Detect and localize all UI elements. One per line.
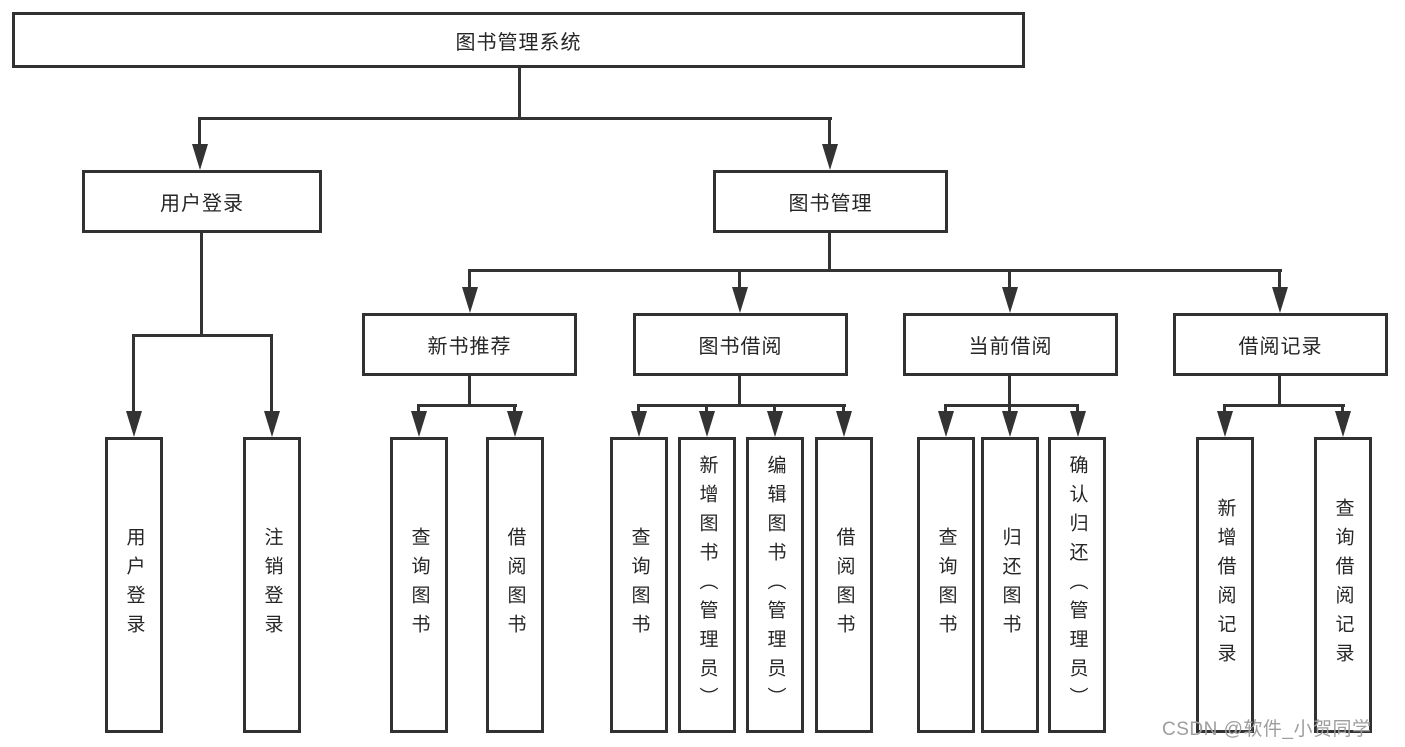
connector-bookborrow-rail [637,404,846,407]
arrow-leaf-login-icon [126,411,142,437]
connector-drop-borrow-records [1278,269,1281,289]
connector-drop-bb-query [637,404,640,413]
leaf-rec-add-record-label: 新增借阅记录 [1214,498,1236,672]
arrow-book-mgmt-icon [822,144,838,170]
leaf-cb-query-books-label: 查询图书 [935,527,957,643]
connector-userlogin-rail [132,334,273,337]
csdn-watermark: CSDN @软件_小贺同学 [1162,719,1372,740]
node-new-book-recommend-label: 新书推荐 [427,336,512,358]
connector-bookborrow-stem [738,376,741,407]
connector-records-rail [1223,404,1345,407]
node-library-system: 图书管理系统 [12,12,1025,68]
node-user-login: 用户登录 [82,170,322,233]
arrow-current-borrow-icon [1002,287,1018,313]
connector-drop-book-mgmt [828,117,831,147]
leaf-bb-query-books: 查询图书 [610,437,668,733]
connector-drop-new-books [468,269,471,289]
arrow-rec-add-icon [1217,411,1233,437]
arrow-nb-query-icon [411,411,427,437]
node-book-borrow-label: 图书借阅 [698,336,783,358]
leaf-cb-confirm-return-admin: 确认归还（管理员） [1048,437,1106,733]
leaf-bb-add-book-admin: 新增图书（管理员） [678,437,736,733]
node-borrow-records: 借阅记录 [1173,313,1388,376]
connector-drop-bb-edit [773,404,776,413]
arrow-bb-add-icon [699,411,715,437]
connector-drop-bb-borrow [842,404,845,413]
leaf-bb-add-book-admin-label: 新增图书（管理员） [696,454,718,716]
node-user-login-label: 用户登录 [160,193,244,215]
leaf-cb-query-books: 查询图书 [917,437,975,733]
arrow-leaf-logout-icon [264,411,280,437]
leaf-nb-borrow-books: 借阅图书 [486,437,544,733]
leaf-logout: 注销登录 [243,437,301,733]
connector-drop-cb-confirm [1076,404,1079,413]
leaf-cb-confirm-return-admin-label: 确认归还（管理员） [1066,454,1088,716]
leaf-cb-return-book: 归还图书 [981,437,1039,733]
connector-drop-nb-query [417,404,420,413]
node-borrow-records-label: 借阅记录 [1238,336,1323,358]
leaf-user-login: 用户登录 [105,437,163,733]
leaf-logout-label: 注销登录 [261,527,283,643]
leaf-nb-query-books: 查询图书 [390,437,448,733]
leaf-rec-query-record-label: 查询借阅记录 [1332,498,1354,672]
connector-root-rail [198,117,832,120]
node-current-borrow-label: 当前借阅 [968,336,1053,358]
arrow-bb-edit-icon [767,411,783,437]
arrow-user-login-icon [192,144,208,170]
connector-bookmgmt-rail [468,269,1282,272]
arrow-cb-confirm-icon [1070,411,1086,437]
connector-records-stem [1278,376,1281,407]
arrow-cb-return-icon [1002,411,1018,437]
connector-newbooks-rail [417,404,517,407]
leaf-bb-edit-book-admin: 编辑图书（管理员） [746,437,804,733]
node-library-system-label: 图书管理系统 [455,31,582,54]
connector-currentborrow-stem [1008,376,1011,407]
leaf-nb-query-books-label: 查询图书 [408,527,430,643]
connector-drop-book-borrow [738,269,741,289]
arrow-nb-borrow-icon [507,411,523,437]
leaf-bb-borrow-books-label: 借阅图书 [833,527,855,643]
connector-drop-rec-add [1223,404,1226,413]
node-book-management-label: 图书管理 [788,193,873,215]
arrow-bb-query-icon [631,411,647,437]
node-book-borrow: 图书借阅 [633,313,848,376]
connector-bookmgmt-stem [828,233,831,272]
node-new-book-recommend: 新书推荐 [362,313,577,376]
leaf-nb-borrow-books-label: 借阅图书 [504,527,526,643]
connector-drop-cb-query [944,404,947,413]
leaf-user-login-label: 用户登录 [123,527,145,643]
connector-drop-rec-query [1341,404,1344,413]
leaf-rec-query-record: 查询借阅记录 [1314,437,1372,733]
connector-drop-nb-borrow [513,404,516,413]
node-book-management: 图书管理 [713,170,948,233]
connector-drop-leaf-logout [270,334,273,412]
arrow-book-borrow-icon [732,287,748,313]
node-current-borrow: 当前借阅 [903,313,1118,376]
leaf-cb-return-book-label: 归还图书 [999,527,1021,643]
connector-drop-user-login [198,117,201,147]
connector-drop-leaf-login [132,334,135,412]
arrow-new-books-icon [462,287,478,313]
connector-newbooks-stem [468,376,471,407]
connector-drop-current-borrow [1008,269,1011,289]
arrow-borrow-records-icon [1272,287,1288,313]
connector-root-stem [518,68,521,119]
arrow-bb-borrow-icon [836,411,852,437]
arrow-cb-query-icon [938,411,954,437]
leaf-bb-borrow-books: 借阅图书 [815,437,873,733]
leaf-bb-query-books-label: 查询图书 [628,527,650,643]
leaf-bb-edit-book-admin-label: 编辑图书（管理员） [764,454,786,716]
leaf-rec-add-record: 新增借阅记录 [1196,437,1254,733]
connector-userlogin-stem [200,233,203,337]
connector-drop-cb-return [1008,404,1011,413]
arrow-rec-query-icon [1335,411,1351,437]
connector-currentborrow-rail [944,404,1079,407]
connector-drop-bb-add [705,404,708,413]
